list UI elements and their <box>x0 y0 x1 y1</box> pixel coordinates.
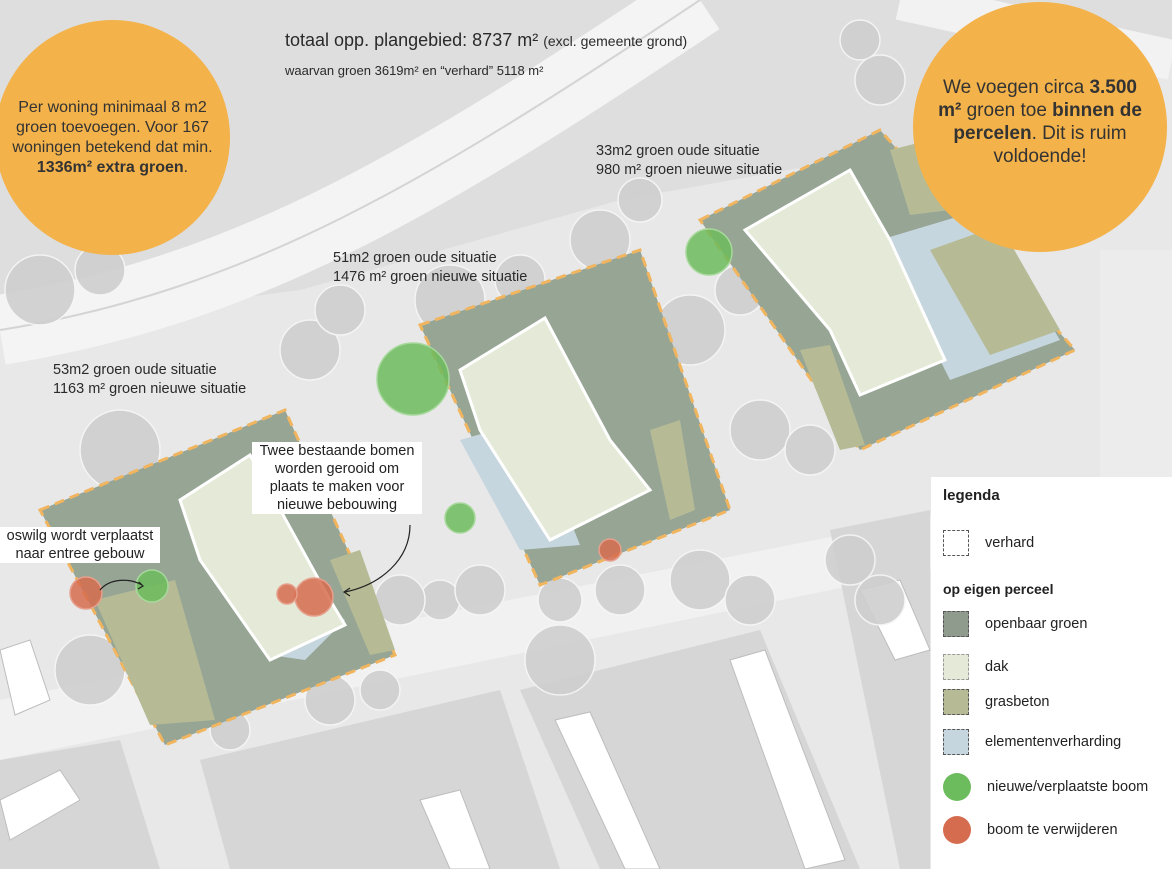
new-tree <box>444 502 476 534</box>
plot-1-new: 1163 m² groen nieuwe situatie <box>53 381 247 397</box>
plot-3-grasbeton <box>930 225 1060 355</box>
existing-trees <box>4 19 906 751</box>
legend-swatch-grasbeton <box>943 689 969 715</box>
arrow-move-tree <box>99 579 143 591</box>
plot-2-roof <box>458 315 653 542</box>
circle-right-part2: m² <box>938 100 962 121</box>
removed-trees <box>69 538 622 617</box>
arrow-removed-trees <box>344 524 411 593</box>
circle-right-part1: We voegen circa <box>943 77 1090 98</box>
legend-section: op eigen perceel <box>943 581 1054 597</box>
legend-item-new-tree: nieuwe/verplaatste boom <box>943 772 1148 802</box>
legend-item-elementenverharding: elementenverharding <box>943 727 1121 757</box>
circle-right-part3: groen toe <box>961 100 1053 121</box>
legend-item-openbaar-groen: openbaar groen <box>943 609 1087 639</box>
page-subtitle: waarvan groen 3619m² en “verhard” 5118 m… <box>285 63 544 78</box>
callout-removed-trees: Twee bestaande bomen worden gerooid om p… <box>252 442 422 514</box>
circle-right-bold1: 3.500 <box>1089 77 1137 98</box>
legend-title: legenda <box>943 487 1000 504</box>
legend-item-dak: dak <box>943 652 1008 682</box>
legend-item-grasbeton: grasbeton <box>943 687 1050 717</box>
callout-trees-line4: nieuwe bebouwing <box>276 497 398 513</box>
legend-swatch-elementenverharding <box>943 729 969 755</box>
page-title: totaal opp. plangebied: 8737 m² (excl. g… <box>285 30 687 51</box>
callout-moved-tree: oswilg wordt verplaatst naar entree gebo… <box>0 527 160 563</box>
legend-label-dak: dak <box>985 659 1009 675</box>
legend-swatch-openbaar-groen <box>943 611 969 637</box>
plot-3-new: 980 m² groen nieuwe situatie <box>596 162 783 178</box>
circle-right-bold2: binnen de percelen <box>953 100 1142 144</box>
new-tree <box>376 342 450 416</box>
remove-tree <box>294 577 334 617</box>
legend-swatch-dak <box>943 654 969 680</box>
legend-label-remove-tree: boom te verwijderen <box>987 822 1118 838</box>
title-label: totaal opp. plangebied: <box>285 30 468 50</box>
plot-1-grasbeton <box>95 580 215 725</box>
plot-2 <box>417 248 732 587</box>
callout-trees-line2: worden gerooid om <box>274 461 400 477</box>
moved-tree <box>135 569 169 603</box>
lower-blocks <box>0 510 930 869</box>
legend-item-verhard: verhard <box>943 528 1034 558</box>
legend-label-verhard: verhard <box>985 535 1035 551</box>
legend-label-openbaar-groen: openbaar groen <box>985 616 1088 632</box>
legend-item-remove-tree: boom te verwijderen <box>943 815 1118 845</box>
main-road-edge <box>0 0 701 331</box>
circle-left-line1: Per woning minimaal 8 m2 <box>18 98 207 116</box>
plot-3-label: 33m2 groen oude situatie 980 m² groen ni… <box>596 142 782 180</box>
info-circle-right: We voegen circa 3.500 m² groen toe binne… <box>913 2 1167 252</box>
plot-1-old: 53m2 groen oude situatie <box>53 362 217 378</box>
legend-label-grasbeton: grasbeton <box>985 694 1050 710</box>
legend-swatch-new-tree <box>943 773 971 801</box>
title-value: 8737 m² <box>472 30 539 50</box>
plot-2-new: 1476 m² groen nieuwe situatie <box>333 269 528 285</box>
circle-left-bold: 1336m² extra groen <box>36 158 184 176</box>
circle-left-line2: groen toevoegen. Voor 167 <box>15 118 210 136</box>
new-trees <box>135 228 733 603</box>
info-circle-left: Per woning minimaal 8 m2 groen toevoegen… <box>0 20 230 255</box>
callout-arrows <box>99 524 411 597</box>
legend-swatch-verhard <box>943 530 969 556</box>
plot-1-label: 53m2 groen oude situatie 1163 m² groen n… <box>53 361 246 399</box>
title-note: (excl. gemeente grond) <box>543 33 688 49</box>
plot-2-label: 51m2 groen oude situatie 1476 m² groen n… <box>333 249 527 287</box>
callout-wilg-line2: naar entree gebouw <box>15 546 145 562</box>
callout-wilg-line1: oswilg wordt verplaatst <box>6 528 154 544</box>
legend-swatch-remove-tree <box>943 816 971 844</box>
callout-trees-line1: Twee bestaande bomen <box>259 443 415 459</box>
legend-label-elementenverharding: elementenverharding <box>985 734 1122 750</box>
plot-3-roof <box>742 167 948 397</box>
new-tree <box>685 228 733 276</box>
circle-left-line3: woningen betekend dat min. <box>12 138 213 156</box>
circle-left-end: . <box>183 158 189 176</box>
legend-panel: legenda verhard op eigen perceel openbaa… <box>931 477 1172 869</box>
remove-tree <box>276 583 298 605</box>
plot-2-old: 51m2 groen oude situatie <box>333 250 497 266</box>
plot-3-old: 33m2 groen oude situatie <box>596 143 760 159</box>
callout-trees-line3: plaats te maken voor <box>269 479 405 495</box>
remove-tree <box>69 576 103 610</box>
remove-tree <box>598 538 622 562</box>
circle-right-part4: . Dit is ruim voldoende! <box>993 123 1127 167</box>
legend-label-new-tree: nieuwe/verplaatste boom <box>987 779 1149 795</box>
